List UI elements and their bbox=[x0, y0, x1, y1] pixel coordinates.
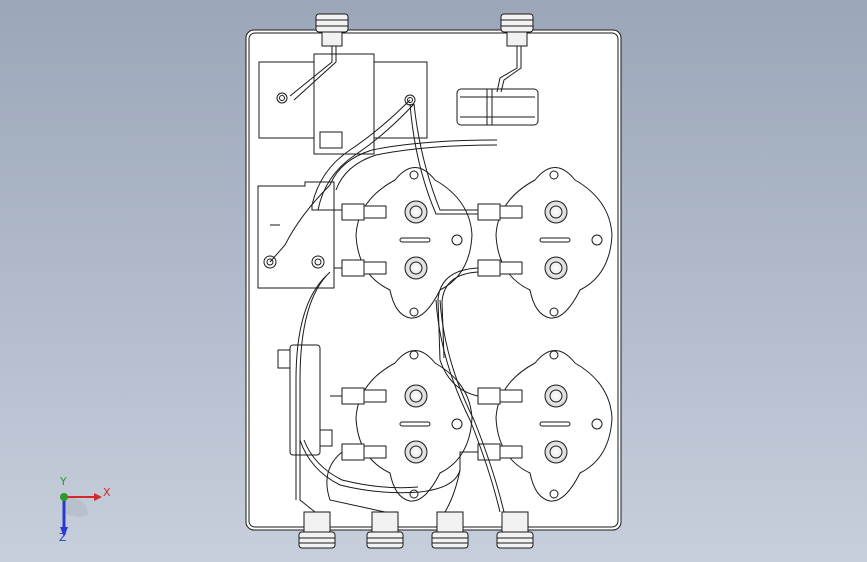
power-supply-module bbox=[258, 53, 428, 155]
ferrite-relay-block bbox=[456, 88, 539, 126]
capacitor-left bbox=[277, 344, 333, 456]
ring-lugs bbox=[341, 203, 523, 461]
axis-z-label: Z bbox=[59, 531, 67, 544]
coordinate-triad: X Y Z bbox=[48, 475, 118, 545]
contactor-bottom-left bbox=[355, 350, 473, 502]
axis-x-label: X bbox=[103, 486, 111, 499]
top-cable-gland-right bbox=[500, 13, 534, 47]
bottom-cable-gland-2 bbox=[366, 511, 404, 549]
bottom-cable-gland-1 bbox=[298, 511, 336, 549]
wiring-harness bbox=[269, 46, 522, 513]
enclosure-inner-edge bbox=[248, 32, 619, 528]
top-cable-gland-left bbox=[315, 13, 349, 47]
terminal-block-left bbox=[257, 181, 335, 289]
contactor-bottom-right bbox=[495, 350, 613, 502]
bottom-cable-gland-4 bbox=[496, 511, 534, 549]
contactor-top-right bbox=[495, 167, 613, 319]
bottom-cable-gland-3 bbox=[431, 511, 469, 549]
contactor-top-left bbox=[355, 167, 473, 319]
triad-axes-graphic bbox=[60, 493, 102, 537]
axis-y-label: Y bbox=[60, 475, 67, 488]
